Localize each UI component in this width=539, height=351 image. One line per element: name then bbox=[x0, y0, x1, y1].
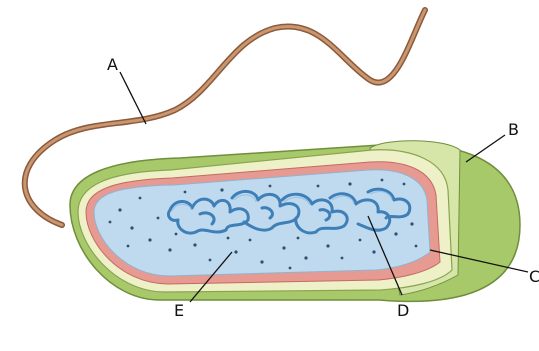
label-e: E bbox=[174, 301, 184, 320]
leader-b bbox=[466, 135, 505, 162]
label-c: C bbox=[529, 267, 539, 286]
label-a: A bbox=[107, 55, 118, 74]
label-b: B bbox=[508, 120, 519, 139]
label-d: D bbox=[397, 301, 409, 320]
leader-a bbox=[120, 72, 146, 124]
